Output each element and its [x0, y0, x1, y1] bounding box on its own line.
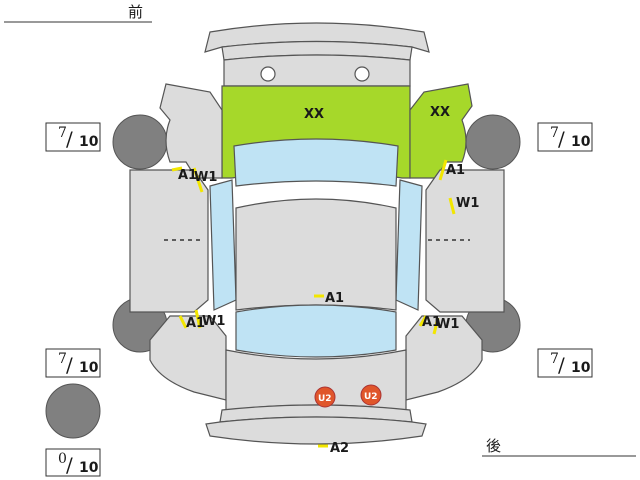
- tire-score-num: 0: [58, 451, 67, 467]
- marker-roof-a1: A1: [325, 291, 344, 306]
- tire-score-slash: /: [66, 127, 73, 151]
- tire-score-num: 7: [58, 125, 67, 141]
- marker-rear-right-w1: W1: [436, 317, 459, 332]
- tire-score-num: 7: [550, 351, 559, 367]
- tire-score-num: 7: [550, 125, 559, 141]
- marker-rear-right-a1: A1: [422, 315, 441, 330]
- left-rear-fender: [149, 315, 227, 401]
- left-side-window: [209, 179, 237, 311]
- roof-panel: [235, 198, 397, 311]
- marker-rear-left-w1: W1: [202, 314, 225, 329]
- left-side-panel: [129, 169, 209, 313]
- marker-front-right-a1: A1: [446, 163, 465, 178]
- marker-rear-bumper-a2: A2: [330, 441, 349, 456]
- tire-score-den: 10: [571, 360, 591, 376]
- rear-label-group: 後: [482, 437, 636, 457]
- u2-badge-text: U2: [364, 392, 378, 402]
- rear-label: 後: [486, 437, 501, 455]
- tire-score-slash: /: [66, 353, 73, 377]
- right-side-window: [395, 179, 423, 311]
- front-label-group: 前: [4, 3, 152, 23]
- left-front-fender: [159, 83, 223, 179]
- right-rear-fender: [405, 315, 483, 401]
- rear-window: [235, 304, 397, 358]
- tire-score-slash: /: [558, 353, 565, 377]
- tire-score-front-left: 7 / 10: [45, 122, 101, 152]
- tire-score-den: 10: [79, 460, 99, 476]
- windshield: [233, 138, 399, 187]
- marker-ticks: [171, 159, 456, 448]
- headlight-left-icon: [260, 66, 276, 82]
- tire-front-right: [465, 114, 521, 170]
- tire-score-slash: /: [66, 453, 73, 477]
- marker-front-left-a1: A1: [178, 168, 197, 183]
- tire-score-rear-left: 7 / 10: [45, 348, 101, 378]
- tire-score-den: 10: [79, 134, 99, 150]
- tire-score-num: 7: [58, 351, 67, 367]
- tire-score-slash: /: [558, 127, 565, 151]
- hood-damage-label: XX: [304, 107, 324, 122]
- tire-score-rear-right: 7 / 10: [537, 348, 593, 378]
- marker-front-left-w1: W1: [194, 170, 217, 185]
- tire-front-left: [112, 114, 168, 170]
- tire-spare: [45, 383, 101, 439]
- front-panel: [223, 54, 411, 87]
- marker-front-right-w1: W1: [456, 196, 479, 211]
- tire-score-front-right: 7 / 10: [537, 122, 593, 152]
- u2-badge-left: U2: [314, 386, 336, 408]
- right-fender-damage-label: XX: [430, 105, 450, 120]
- u2-badge-text: U2: [318, 394, 332, 404]
- u2-badge-right: U2: [360, 384, 382, 406]
- tire-score-den: 10: [571, 134, 591, 150]
- right-side-panel: [425, 169, 505, 313]
- headlight-right-icon: [354, 66, 370, 82]
- marker-rear-left-a1: A1: [186, 316, 205, 331]
- tire-score-spare: 0 / 10: [45, 448, 101, 477]
- rear-bumper-outer: [205, 416, 427, 445]
- tire-score-den: 10: [79, 360, 99, 376]
- front-label: 前: [128, 3, 143, 21]
